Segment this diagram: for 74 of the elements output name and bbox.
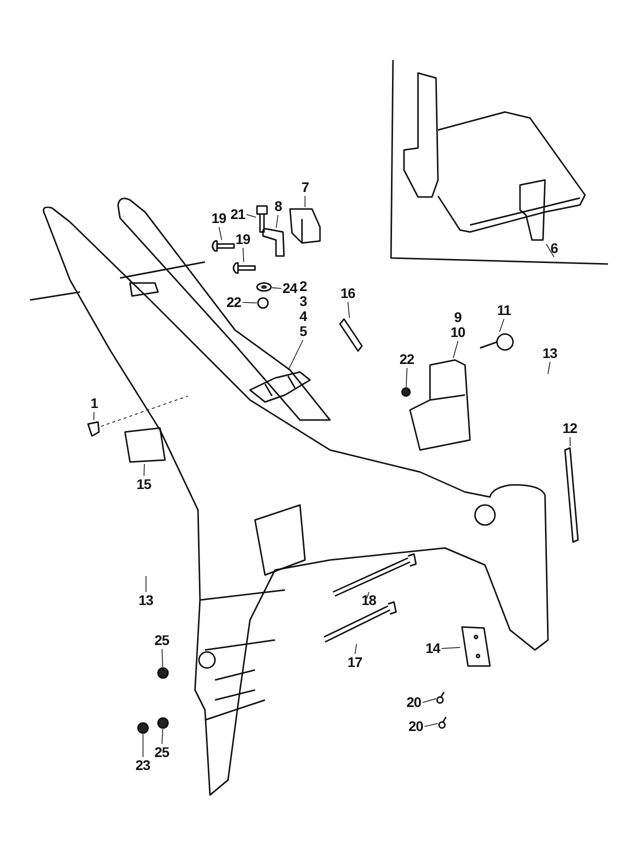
nut-icon	[157, 667, 169, 679]
callout-number: 6	[550, 241, 558, 256]
leader-line	[366, 592, 370, 598]
knob-icon	[478, 332, 514, 352]
callout-number: 5	[300, 324, 307, 339]
plug-icon	[86, 420, 101, 438]
clip-icon	[248, 370, 312, 404]
bracket-icon	[288, 207, 322, 245]
leader-line	[422, 698, 436, 703]
pad-icon	[123, 426, 167, 464]
callout-number: 13	[138, 593, 154, 608]
callout-number: 25	[154, 633, 170, 648]
leader-line	[304, 196, 306, 208]
callout-number: 25	[154, 745, 170, 760]
callout-number: 10	[450, 325, 466, 340]
leader-line	[548, 362, 550, 374]
leader-line	[424, 722, 438, 727]
leader-line	[93, 412, 94, 420]
callout-number: 2	[300, 279, 307, 294]
callout-number: 23	[136, 758, 150, 773]
leader-line	[162, 728, 164, 744]
leader-line	[242, 248, 244, 262]
callout-number: 21	[230, 207, 246, 222]
callout-number: 4	[300, 309, 307, 324]
callout-number: 3	[300, 294, 307, 309]
leader-line	[142, 734, 144, 758]
leader-line	[570, 436, 571, 446]
callout-number: 15	[136, 477, 152, 492]
bracket-icon	[262, 228, 286, 258]
callout-number: 12	[562, 421, 578, 436]
callout-number: 22	[226, 295, 242, 310]
callout-number: 8	[274, 199, 282, 214]
leader-line	[246, 214, 256, 218]
callout-number: 20	[408, 719, 424, 734]
callout-number: 18	[362, 593, 376, 608]
nut-icon	[401, 387, 411, 397]
leader-line	[441, 647, 460, 649]
screw-icon	[232, 262, 256, 274]
callout-number: 24	[282, 281, 298, 296]
strip-icon	[563, 446, 580, 544]
leader-line	[546, 244, 554, 258]
leader-line	[162, 648, 164, 668]
leader-line	[242, 302, 258, 304]
pad-icon	[338, 318, 364, 353]
callout-number: 22	[400, 352, 414, 367]
nut-icon	[257, 297, 269, 309]
nut-icon	[157, 717, 169, 729]
leader-line	[452, 340, 458, 358]
leader-line	[218, 226, 222, 240]
leader-line	[348, 302, 350, 318]
callout-number: 1	[90, 396, 98, 411]
callout-number: 9	[454, 310, 462, 325]
leader-line	[100, 396, 188, 427]
callout-number: 19	[236, 232, 250, 247]
callout-number: 11	[497, 303, 511, 318]
leader-line	[354, 644, 357, 654]
screw-icon	[211, 240, 235, 252]
leader-line	[499, 318, 504, 332]
battery-case-drawing	[402, 72, 588, 244]
nut-icon	[137, 722, 149, 734]
bolt-icon	[256, 205, 268, 233]
callout-number: 17	[348, 655, 362, 670]
callout-number: 20	[406, 695, 422, 710]
leader-line	[272, 287, 282, 289]
callout-number: 7	[302, 180, 309, 195]
plate-icon	[460, 625, 492, 668]
leader-line	[276, 214, 278, 228]
leader-line	[144, 464, 145, 476]
callout-number: 14	[426, 641, 440, 656]
washer-icon	[256, 282, 272, 292]
callout-number: 13	[542, 346, 558, 361]
leader-line	[406, 368, 408, 388]
callout-number: 19	[212, 211, 226, 226]
callout-number: 16	[340, 286, 356, 301]
